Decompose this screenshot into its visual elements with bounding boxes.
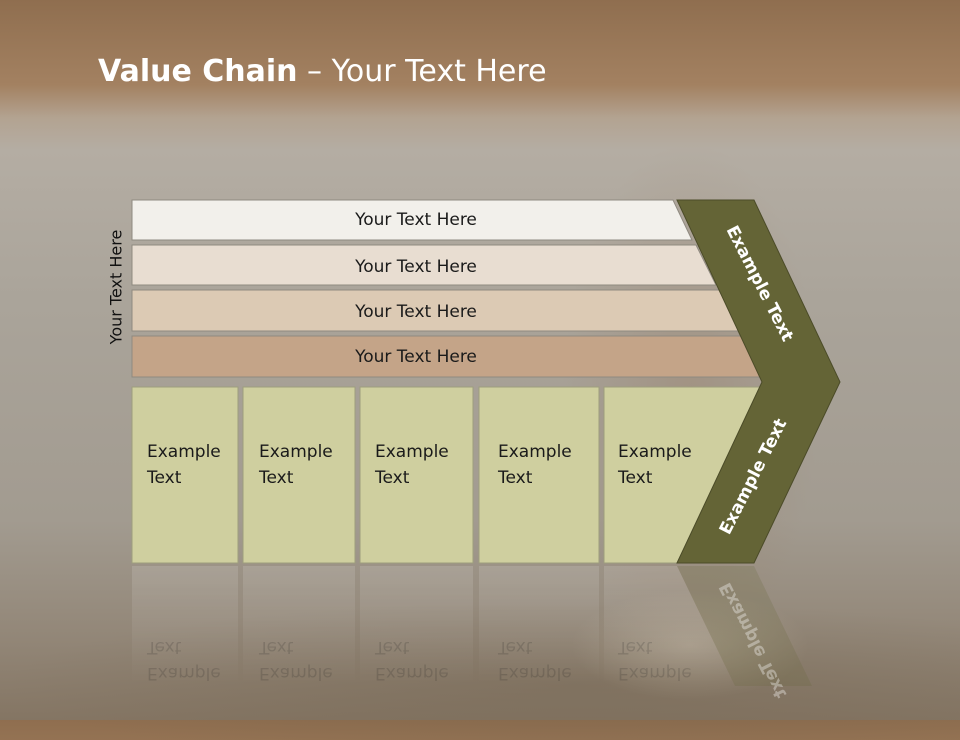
reflection-text-4-line1: Example bbox=[498, 663, 572, 683]
reflection-text-1-line2: Text bbox=[147, 637, 182, 657]
cell-box-1[interactable] bbox=[131, 386, 239, 564]
row-bar-2[interactable] bbox=[131, 244, 717, 286]
reflection-text-5-line2: Text bbox=[618, 637, 653, 657]
reflection-text-3-line1: Example bbox=[375, 663, 449, 683]
title-bold: Value Chain bbox=[98, 54, 298, 89]
reflection-text-2-line1: Example bbox=[259, 663, 333, 683]
reflection-cell-5 bbox=[604, 566, 735, 686]
reflection-cell-1 bbox=[132, 566, 238, 686]
cell-box-3[interactable] bbox=[359, 386, 474, 564]
cell-text-2: Example Text bbox=[259, 439, 349, 491]
cell-text-3-line2: Text bbox=[375, 468, 410, 488]
row-label-1: Your Text Here bbox=[354, 210, 477, 230]
cell-text-1-line2: Text bbox=[147, 468, 182, 488]
cell-text-5: Example Text bbox=[618, 439, 708, 491]
reflection-text-2: Example Text bbox=[259, 634, 349, 686]
cell-text-4-line1: Example bbox=[498, 442, 572, 462]
reflection-text-4: Example Text bbox=[498, 634, 588, 686]
reflection-text-4-line2: Text bbox=[498, 637, 533, 657]
cell-text-1: Example Text bbox=[147, 439, 237, 491]
reflection-text-3: Example Text bbox=[375, 634, 465, 686]
row-label-3: Your Text Here bbox=[354, 302, 477, 322]
cell-text-5-line2: Text bbox=[618, 468, 653, 488]
reflection-text-1-line1: Example bbox=[147, 663, 221, 683]
reflection-text-1: Example Text bbox=[147, 634, 237, 686]
reflection-chevron bbox=[677, 566, 812, 686]
cell-box-2[interactable] bbox=[242, 386, 356, 564]
value-chain-diagram: Your Text Here Your Text Here Your Text … bbox=[131, 199, 841, 686]
reflection-cell-3 bbox=[360, 566, 473, 686]
cell-text-2-line1: Example bbox=[259, 442, 333, 462]
diagram-reflection bbox=[132, 566, 812, 686]
cell-text-2-line2: Text bbox=[259, 468, 294, 488]
cell-text-5-line1: Example bbox=[618, 442, 692, 462]
cell-text-3-line1: Example bbox=[375, 442, 449, 462]
reflection-cell-2 bbox=[243, 566, 355, 686]
cell-text-3: Example Text bbox=[375, 439, 465, 491]
row-label-2: Your Text Here bbox=[354, 257, 477, 277]
row-bar-1[interactable] bbox=[131, 199, 693, 241]
cell-text-4-line2: Text bbox=[498, 468, 533, 488]
reflection-text-5-line1: Example bbox=[618, 663, 692, 683]
slide-title: Value Chain – Your Text Here bbox=[98, 54, 547, 89]
cell-box-4[interactable] bbox=[478, 386, 600, 564]
cell-text-1-line1: Example bbox=[147, 442, 221, 462]
chevron-arrow[interactable] bbox=[676, 199, 841, 564]
title-rest: – Your Text Here bbox=[297, 54, 547, 89]
cell-text-4: Example Text bbox=[498, 439, 588, 491]
reflection-text-5: Example Text bbox=[618, 634, 708, 686]
row-label-4: Your Text Here bbox=[354, 347, 477, 367]
reflection-text-2-line2: Text bbox=[259, 637, 294, 657]
reflection-text-3-line2: Text bbox=[375, 637, 410, 657]
reflection-cell-4 bbox=[479, 566, 599, 686]
